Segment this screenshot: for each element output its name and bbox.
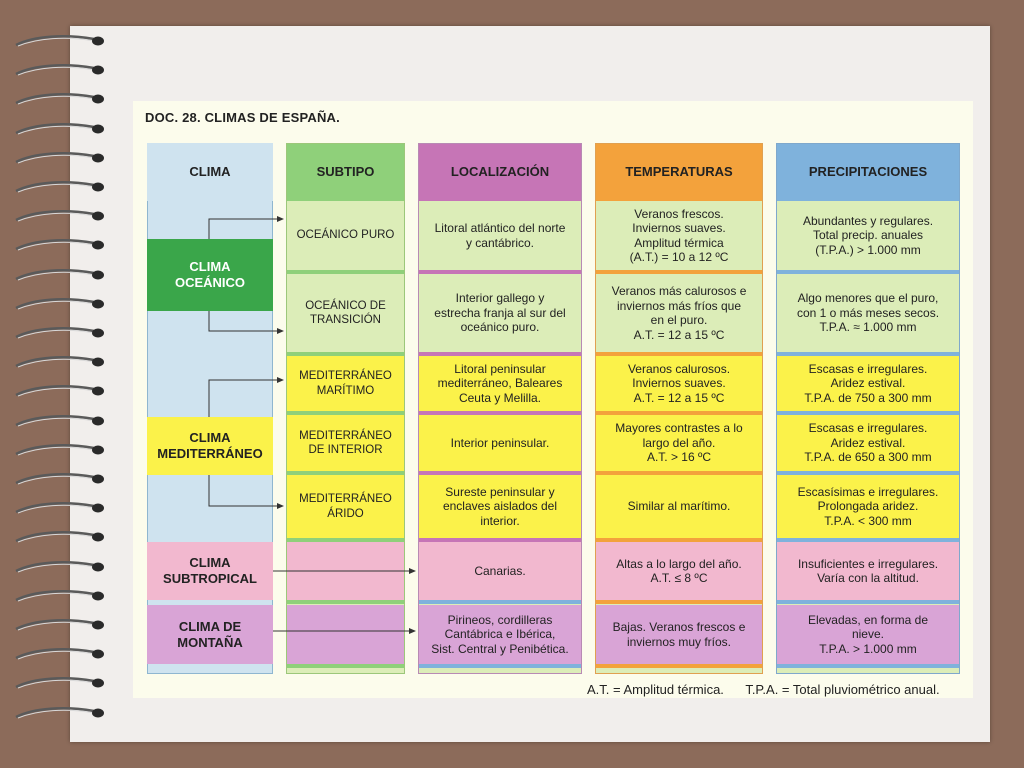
row-separator [596,471,762,475]
subtipo-cell: MEDITERRÁNEO MARÍTIMO [287,356,404,411]
localizacion-cell: Canarias. [419,542,581,600]
spiral-ring [15,122,104,135]
row-separator [777,270,959,274]
row-separator [419,600,581,604]
precipitaciones-cell: Escasísimas e irregulares. Prolongada ar… [777,475,959,538]
row-separator [419,664,581,668]
temperaturas-cell: Similar al marítimo. [596,475,762,538]
footnote: A.T. = Amplitud térmica. T.P.A. = Total … [587,682,958,697]
spiral-ring [15,619,104,631]
row-separator [287,270,404,274]
precipitaciones-cell: Abundantes y regulares. Total precip. an… [777,201,959,270]
spiral-ring [15,443,104,456]
clima-mediterraneo-label: CLIMA MEDITERRÁNEO [147,417,273,475]
row-separator [596,600,762,604]
row-separator [287,664,404,668]
spiral-ring [15,64,104,76]
precipitaciones-cell: Algo menores que el puro, con 1 o más me… [777,274,959,352]
clima-oceanico-label: CLIMA OCEÁNICO [147,239,273,311]
header-temperaturas: TEMPERATURAS [596,144,762,201]
precipitaciones-cell: Escasas e irregulares. Aridez estival. T… [777,415,959,471]
row-separator [777,352,959,356]
row-separator [419,270,581,274]
row-separator [777,471,959,475]
spiral-ring [15,151,104,164]
temperaturas-cell: Altas a lo largo del año. A.T. ≤ 8 ºC [596,542,762,600]
spiral-ring [15,648,104,660]
climate-table-document: DOC. 28. CLIMAS DE ESPAÑA. CLIMA SUBTIPO… [133,101,973,698]
row-separator [777,411,959,415]
row-separator [596,270,762,274]
localizacion-cell: Interior gallego y estrecha franja al su… [419,274,581,352]
clima-subtropical-label: CLIMA SUBTROPICAL [147,542,273,600]
spiral-ring [15,181,104,193]
subtipo-cell [287,605,404,664]
localizacion-cell: Litoral peninsular mediterráneo, Baleare… [419,356,581,411]
precipitaciones-cell: Insuficientes e irregulares. Varía con l… [777,542,959,600]
localizacion-cell: Interior peninsular. [419,415,581,471]
row-separator [596,352,762,356]
precipitaciones-cell: Escasas e irregulares. Aridez estival. T… [777,356,959,411]
spiral-ring [15,35,104,47]
temperaturas-cell: Veranos frescos. Inviernos suaves. Ampli… [596,201,762,270]
row-separator [419,352,581,356]
precipitaciones-cell: Elevadas, en forma de nieve. T.P.A. > 1.… [777,605,959,664]
row-separator [287,600,404,604]
localizacion-cell: Litoral atlántico del norte y cantábrico… [419,201,581,270]
row-separator [419,471,581,475]
header-subtipo: SUBTIPO [287,144,404,201]
spiral-ring [15,297,104,310]
spiral-ring [15,268,104,281]
subtipo-cell: OCEÁNICO DE TRANSICIÓN [287,274,404,352]
row-separator [287,411,404,415]
arrow-oceanico-transicion [208,311,284,334]
temperaturas-cell: Mayores contrastes a lo largo del año. A… [596,415,762,471]
spiral-ring [15,356,104,368]
row-separator [287,352,404,356]
row-separator [419,538,581,542]
spiral-ring [15,589,104,602]
row-separator [777,664,959,668]
spiral-ring [15,560,104,573]
row-separator [596,538,762,542]
footnote-tpa: T.P.A. = Total pluviométrico anual. [745,682,940,697]
temperaturas-cell: Veranos calurosos. Inviernos suaves. A.T… [596,356,762,411]
header-precipitaciones: PRECIPITACIONES [777,144,959,201]
spiral-ring [15,93,104,105]
header-localizacion: LOCALIZACIÓN [419,144,581,201]
spiral-ring [15,473,104,485]
row-separator [777,538,959,542]
spiral-ring [15,706,104,719]
row-separator [596,664,762,668]
spiral-ring [15,327,104,339]
temperaturas-cell: Veranos más calurosos e inviernos más fr… [596,274,762,352]
subtipo-cell: MEDITERRÁNEO DE INTERIOR [287,415,404,471]
document-title: DOC. 28. CLIMAS DE ESPAÑA. [145,110,340,125]
localizacion-cell: Pirineos, cordilleras Cantábrica e Ibéri… [419,605,581,664]
arrow-oceanico-puro [208,216,284,239]
spiral-ring [15,414,104,427]
row-separator [287,471,404,475]
header-clima: CLIMA [147,143,273,201]
row-separator [596,411,762,415]
localizacion-cell: Sureste peninsular y enclaves aislados d… [419,475,581,538]
clima-montana-label: CLIMA DE MONTAÑA [147,605,273,664]
spiral-ring [15,239,104,251]
arrow-mediterraneo-maritimo [208,377,284,417]
row-separator [777,600,959,604]
spiral-ring [15,385,104,397]
connector-arrows [208,216,416,634]
spiral-ring [15,502,104,514]
spiral-ring [15,210,104,222]
subtipo-cell: MEDITERRÁNEO ÁRIDO [287,475,404,538]
footnote-at: A.T. = Amplitud térmica. [587,682,724,697]
temperaturas-cell: Bajas. Veranos frescos e inviernos muy f… [596,605,762,664]
subtipo-cell: OCEÁNICO PURO [287,201,404,270]
arrow-mediterraneo-arido [208,475,284,509]
spiral-ring [15,531,104,543]
spiral-ring [15,677,104,689]
row-separator [287,538,404,542]
row-separator [419,411,581,415]
